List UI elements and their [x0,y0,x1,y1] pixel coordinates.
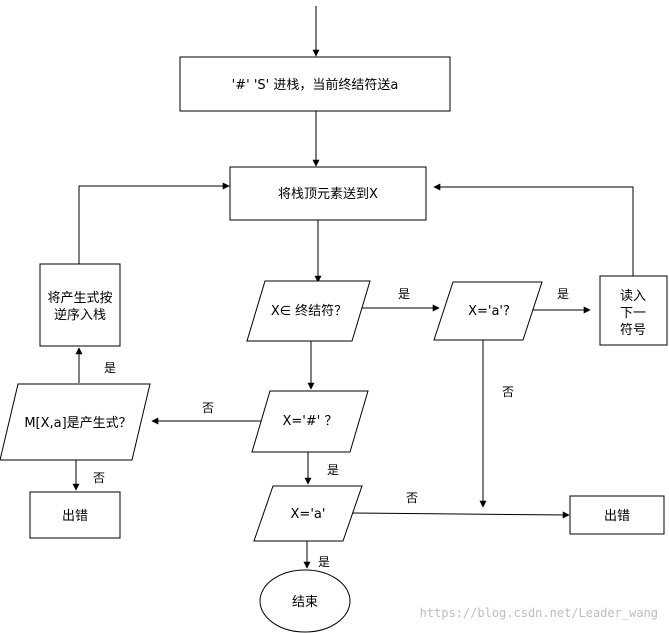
node-label: M[X,a]是产生式？ [24,416,131,431]
process-box [229,166,427,221]
node-label: 逆序入栈 [54,307,106,323]
edge-push-production-loop [78,182,230,264]
node-label: X∈ 终结符？ [271,303,347,319]
node-label: X='#' ？ [283,414,338,429]
node-label: 结束 [292,595,318,610]
edge-labels: 是 是 否 是 否 否 是 否 是 [93,287,569,569]
node-label: 出错 [604,509,630,524]
process-box [39,263,121,347]
node-label: 将产生式按 [47,291,112,306]
edge-read-next-loop [433,183,634,276]
decision-parallelogram [0,383,151,461]
node-error-right: 出错 [569,495,665,535]
decision-parallelogram [246,280,371,342]
node-label: 下一 [620,306,646,321]
decision-parallelogram [251,390,369,453]
node-x-eq-a-final: X='a' [253,485,363,542]
process-box [29,491,121,539]
node-push-production: 将产生式按 逆序入栈 [39,263,121,347]
edge-label-terminal-yes: 是 [398,287,410,301]
decision-parallelogram [253,485,363,542]
node-x-eq-hash: X='#' ？ [251,390,369,453]
node-label: 将栈顶元素送到X [278,187,378,202]
node-label: X='a' [291,507,326,522]
watermark-text: https://blog.csdn.net/Leader_wang [420,606,658,620]
process-box [569,495,665,535]
node-label: 出错 [62,509,88,524]
node-end: 结束 [259,569,351,633]
edge-label-hash-yes: 是 [327,463,339,477]
edge-label-hash-no: 否 [202,401,214,415]
node-top-to-x: 将栈顶元素送到X [229,166,427,221]
node-x-eq-a: X='a'? [433,281,543,341]
node-m-is-production: M[X,a]是产生式？ [0,383,151,461]
edge-label-xa-no: 否 [502,385,514,399]
node-label: 符号 [620,322,646,338]
node-read-next: 读入 下一 符号 [599,275,668,346]
edge-label-final-no: 否 [406,491,418,505]
node-label: X='a'? [468,304,510,319]
terminal-ellipse [259,569,351,633]
node-label: '#' 'S' 进栈，当前终结符送a [232,77,399,93]
edge-final-no [351,511,570,519]
edge-label-xa-yes: 是 [557,287,569,301]
decision-parallelogram [433,281,543,341]
edge-label-final-yes: 是 [318,555,330,569]
node-error-left: 出错 [29,491,121,539]
edge-label-m-yes: 是 [104,361,116,375]
edge-label-m-no: 否 [93,471,105,485]
process-box [179,56,451,112]
process-box [599,275,668,346]
node-push-start: '#' 'S' 进栈，当前终结符送a [179,56,451,112]
edges [72,6,634,569]
node-label: 读入 [620,289,646,304]
node-x-in-terminal: X∈ 终结符？ [246,280,371,342]
